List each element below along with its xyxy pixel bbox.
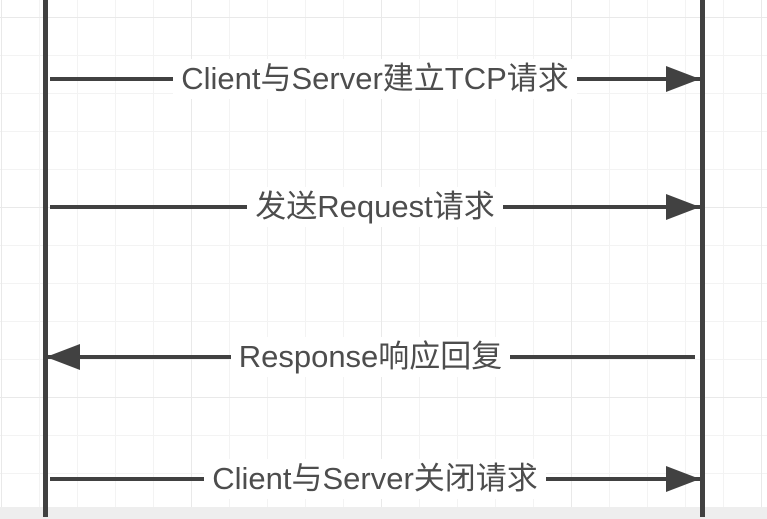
arrowhead-right-icon <box>666 466 700 492</box>
message-label: Client与Server关闭请求 <box>204 459 546 499</box>
message-label: Response响应回复 <box>230 337 511 377</box>
lifeline-left[interactable] <box>43 0 48 517</box>
message-arrow-response[interactable]: Response响应回复 <box>46 335 695 379</box>
message-label: Client与Server建立TCP请求 <box>173 59 577 99</box>
canvas-bottom-edge <box>0 507 767 519</box>
arrowhead-right-icon <box>666 194 700 220</box>
lifeline-right[interactable] <box>700 0 705 517</box>
arrowhead-left-icon <box>46 344 80 370</box>
message-arrow-send-request[interactable]: 发送Request请求 <box>50 185 700 229</box>
message-arrow-tcp-connect[interactable]: Client与Server建立TCP请求 <box>50 57 700 101</box>
message-arrow-tcp-close[interactable]: Client与Server关闭请求 <box>50 457 700 501</box>
arrowhead-right-icon <box>666 66 700 92</box>
message-label: 发送Request请求 <box>247 187 503 227</box>
